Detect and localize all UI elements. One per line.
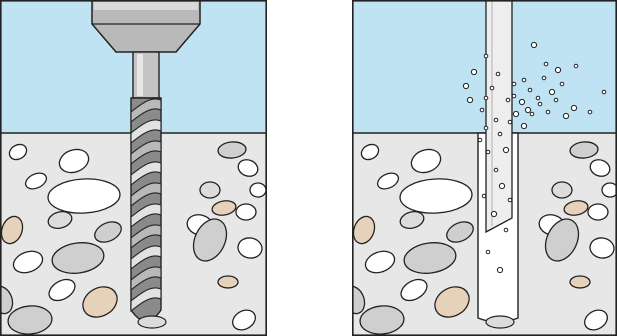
dust-particle xyxy=(546,110,550,114)
dust-particle xyxy=(531,42,536,47)
dust-particle xyxy=(506,98,510,102)
dust-particle xyxy=(555,67,560,72)
dust-removal-panel xyxy=(340,0,617,336)
aggregate-stone xyxy=(218,276,238,288)
dust-particle xyxy=(463,83,468,88)
dust-particle xyxy=(519,99,524,104)
dust-particle xyxy=(588,110,592,114)
dust-particle xyxy=(508,120,512,124)
dust-particle xyxy=(571,105,576,110)
dust-particle xyxy=(484,54,488,58)
dust-particle xyxy=(467,97,472,102)
dust-particle xyxy=(504,228,508,232)
dust-particle xyxy=(528,88,532,92)
aggregate-stone xyxy=(602,183,617,197)
dust-particle xyxy=(471,69,476,74)
dust-particle xyxy=(538,102,542,106)
dust-particle xyxy=(512,82,516,86)
dust-particle xyxy=(563,113,568,118)
dust-particle xyxy=(478,138,482,142)
aggregate-stone xyxy=(570,276,590,288)
dust-particle xyxy=(480,108,484,112)
drill-shank xyxy=(133,52,159,98)
dust-particle xyxy=(560,82,564,86)
dust-particle xyxy=(530,112,534,116)
dust-particle xyxy=(503,147,508,152)
dust-particle xyxy=(525,107,530,112)
dust-particle xyxy=(484,96,488,100)
aggregate-stone xyxy=(200,182,220,198)
dust-particle xyxy=(549,89,554,94)
dust-particle xyxy=(496,72,500,76)
blow-out-tube xyxy=(486,0,512,232)
aggregate-stone xyxy=(588,204,608,220)
dust-particle xyxy=(521,123,526,128)
aggregate-stone xyxy=(236,204,256,220)
drilling-panel xyxy=(0,0,267,336)
dust-particle xyxy=(542,76,546,80)
dust-particle xyxy=(554,98,558,102)
dust-particle xyxy=(522,78,526,82)
dust-particle xyxy=(512,94,516,98)
dust-particle xyxy=(544,62,548,66)
dust-particle xyxy=(486,250,490,254)
dust-particle xyxy=(484,126,488,130)
dust-particle xyxy=(494,168,498,172)
dust-particle xyxy=(498,132,502,136)
dust-particle xyxy=(536,96,540,100)
aggregate-stone xyxy=(552,182,572,198)
dust-particle xyxy=(490,86,494,90)
dust-particle xyxy=(486,150,490,154)
aggregate-stone xyxy=(250,183,266,197)
dust-particle xyxy=(482,194,486,198)
dust-particle xyxy=(497,267,502,272)
dust-particle xyxy=(491,211,496,216)
dust-particle xyxy=(499,183,504,188)
dust-particle xyxy=(494,118,498,122)
dust-particle xyxy=(508,198,512,202)
dust-particle xyxy=(602,90,606,94)
dust-particle xyxy=(574,64,578,68)
dust-particle xyxy=(513,111,518,116)
